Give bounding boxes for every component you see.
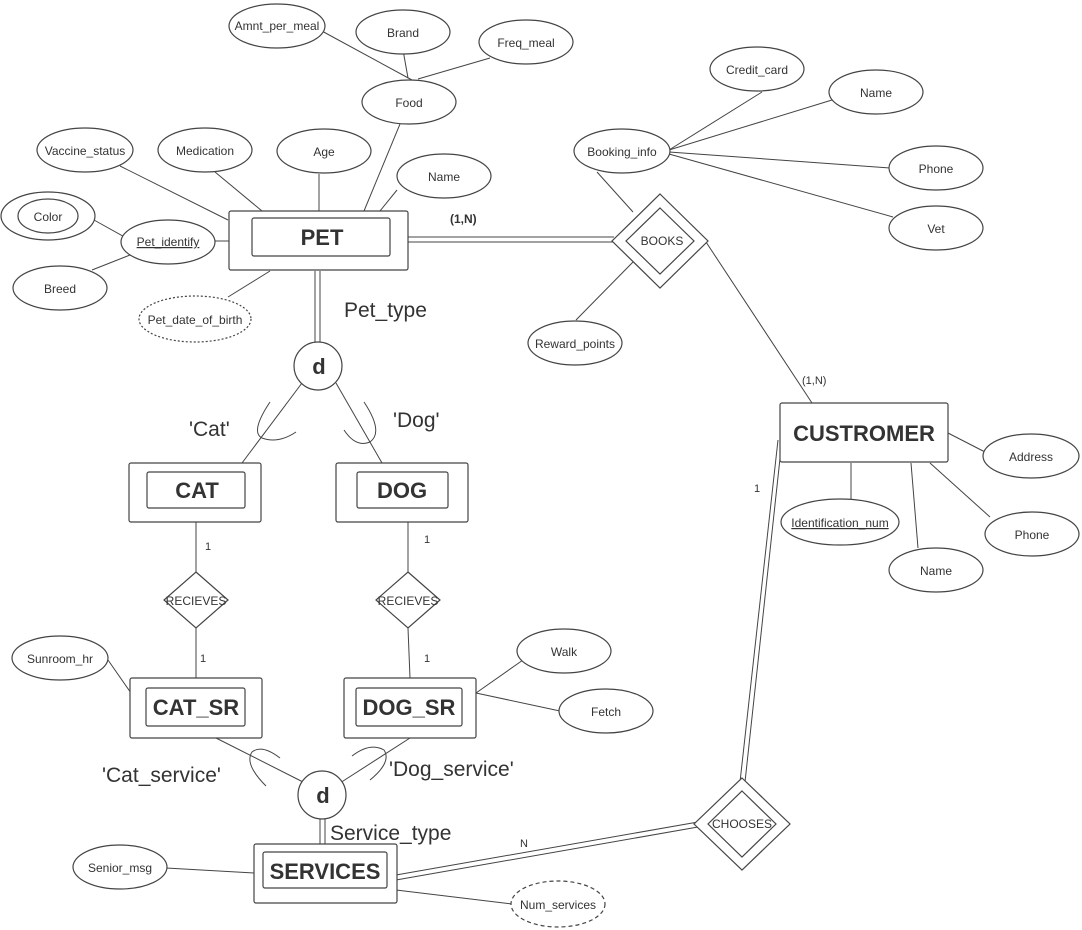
- attribute-cust-name: Name: [888, 547, 984, 593]
- entity-cat-sr: CAT_SR: [129, 677, 263, 739]
- attribute-vet: Vet: [888, 205, 984, 251]
- attribute-senior-msg: Senior_msg: [72, 844, 168, 890]
- attribute-num-services: Num_services: [510, 880, 606, 928]
- entity-cat: CAT: [128, 462, 262, 523]
- attribute-freq-meal-label: Freq_meal: [497, 36, 554, 50]
- specialization-pet-type: d: [293, 341, 343, 391]
- specialization-pet-type-symbol: d: [312, 354, 325, 379]
- attribute-food-label: Food: [395, 96, 422, 110]
- attribute-medication: Medication: [157, 127, 253, 173]
- attribute-food: Food: [361, 79, 457, 125]
- entity-pet: PET: [228, 210, 409, 271]
- attribute-sunroom-hr: Sunroom_hr: [11, 635, 109, 681]
- attribute-fetch-label: Fetch: [591, 705, 621, 719]
- attribute-cust-phone: Phone: [984, 511, 1080, 557]
- attribute-pet-date-of-birth: Pet_date_of_birth: [138, 295, 252, 343]
- attribute-age-label: Age: [313, 145, 335, 159]
- entity-dog-label: DOG: [377, 478, 427, 503]
- label-pet-type: Pet_type: [344, 299, 427, 322]
- cardinality-catsr-recieves: 1: [200, 653, 206, 665]
- label-dog-service-value: 'Dog_service': [389, 758, 514, 781]
- label-cat-service-value: 'Cat_service': [102, 764, 221, 787]
- relationship-recieves-dog-label: RECIEVES: [378, 594, 439, 608]
- attribute-amnt-per-meal-label: Amnt_per_meal: [235, 19, 320, 33]
- attribute-age: Age: [276, 128, 372, 174]
- cardinality-cat-recieves: 1: [205, 541, 211, 553]
- cardinality-services-chooses: N: [520, 838, 528, 850]
- attribute-identification-num-label: Identification_num: [791, 516, 888, 530]
- attribute-medication-label: Medication: [176, 144, 234, 158]
- attribute-num-services-label: Num_services: [520, 898, 596, 912]
- attribute-reward-points: Reward_points: [527, 320, 623, 366]
- attribute-vet-label: Vet: [927, 222, 945, 236]
- attribute-booking-info: Booking_info: [573, 128, 671, 174]
- attribute-reward-points-label: Reward_points: [535, 337, 615, 351]
- entity-dog-sr: DOG_SR: [343, 677, 477, 739]
- attribute-sunroom-hr-label: Sunroom_hr: [27, 652, 93, 666]
- attribute-identification-num: Identification_num: [780, 498, 900, 546]
- attribute-booking-phone-label: Phone: [919, 162, 954, 176]
- attribute-booking-name-label: Name: [860, 86, 892, 100]
- entity-dog: DOG: [335, 462, 469, 523]
- attribute-booking-info-label: Booking_info: [587, 145, 657, 159]
- connectors: [91, 29, 991, 905]
- relationship-books: BOOKS: [611, 193, 709, 289]
- entity-custromer: CUSTROMER: [779, 402, 949, 463]
- relationship-chooses: CHOOSES: [693, 777, 791, 871]
- attribute-breed-label: Breed: [44, 282, 76, 296]
- entity-dog-sr-label: DOG_SR: [363, 695, 456, 720]
- relationship-books-label: BOOKS: [641, 234, 684, 248]
- entity-pet-label: PET: [301, 225, 344, 250]
- attribute-vaccine-status-label: Vaccine_status: [45, 144, 126, 158]
- attribute-brand: Brand: [355, 9, 451, 55]
- attribute-fetch: Fetch: [558, 688, 654, 734]
- attribute-pet-identify-label: Pet_identify: [137, 235, 200, 249]
- attribute-pet-dob-label: Pet_date_of_birth: [148, 313, 243, 327]
- relationship-chooses-label: CHOOSES: [712, 817, 772, 831]
- cardinality-custromer-books: (1,N): [802, 375, 826, 387]
- attribute-walk: Walk: [516, 628, 612, 674]
- attribute-booking-name: Name: [828, 69, 924, 115]
- attribute-vaccine-status: Vaccine_status: [36, 127, 134, 173]
- relationship-recieves-cat: RECIEVES: [163, 571, 229, 629]
- attribute-cust-name-label: Name: [920, 564, 952, 578]
- attribute-breed: Breed: [12, 265, 108, 311]
- relationship-recieves-cat-label: RECIEVES: [166, 594, 227, 608]
- attribute-pet-name: Name: [396, 153, 492, 199]
- cardinality-dog-recieves: 1: [424, 534, 430, 546]
- specialization-service-type: d: [297, 770, 347, 820]
- attribute-freq-meal: Freq_meal: [478, 19, 574, 65]
- attribute-address-label: Address: [1009, 450, 1053, 464]
- attribute-booking-phone: Phone: [888, 145, 984, 191]
- entity-services-label: SERVICES: [270, 859, 381, 884]
- cardinality-pet-books: (1,N): [450, 212, 477, 226]
- label-dog-value: 'Dog': [393, 409, 440, 432]
- attribute-walk-label: Walk: [551, 645, 578, 659]
- relationship-recieves-dog: RECIEVES: [375, 571, 441, 629]
- label-service-type: Service_type: [330, 822, 451, 845]
- attribute-credit-card-label: Credit_card: [726, 63, 788, 77]
- attribute-color: Color: [0, 191, 96, 241]
- entity-custromer-label: CUSTROMER: [793, 421, 935, 446]
- entity-services: SERVICES: [253, 843, 398, 904]
- attribute-pet-name-label: Name: [428, 170, 460, 184]
- attribute-address: Address: [982, 433, 1080, 479]
- attribute-brand-label: Brand: [387, 26, 419, 40]
- cardinality-dogsr-recieves: 1: [424, 653, 430, 665]
- attribute-pet-identify: Pet_identify: [120, 219, 216, 265]
- specialization-service-type-symbol: d: [316, 783, 329, 808]
- entity-cat-sr-label: CAT_SR: [153, 695, 239, 720]
- attribute-credit-card: Credit_card: [709, 46, 805, 92]
- attribute-color-label: Color: [34, 210, 63, 224]
- attribute-cust-phone-label: Phone: [1015, 528, 1050, 542]
- label-cat-value: 'Cat': [189, 418, 230, 441]
- entity-cat-label: CAT: [175, 478, 219, 503]
- attribute-amnt-per-meal: Amnt_per_meal: [228, 3, 326, 49]
- attribute-senior-msg-label: Senior_msg: [88, 861, 152, 875]
- cardinality-custromer-chooses: 1: [754, 483, 760, 495]
